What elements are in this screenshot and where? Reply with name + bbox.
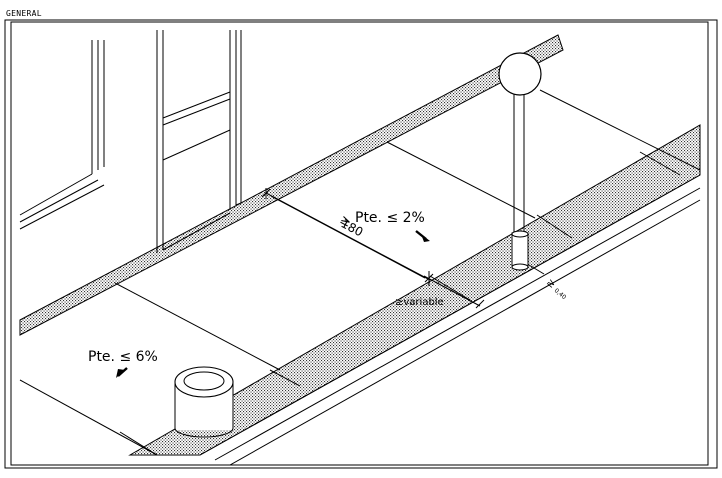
door-frame bbox=[156, 30, 242, 253]
slope-upper-label: Pte. ≤ 2% bbox=[355, 210, 425, 226]
dimension-tick bbox=[261, 188, 271, 199]
tile-joint bbox=[269, 369, 301, 387]
lamp-globe bbox=[498, 52, 542, 96]
curb-edge-line bbox=[214, 187, 701, 461]
dimension-line-variable bbox=[423, 275, 481, 307]
tile-joint bbox=[536, 214, 573, 239]
slope-arrow-icon bbox=[117, 367, 128, 377]
slab-joint bbox=[114, 282, 281, 371]
curb-edge-line bbox=[199, 174, 701, 456]
tile-joint bbox=[429, 275, 471, 301]
window-left bbox=[19, 40, 105, 230]
slope-arrow-icon bbox=[415, 230, 427, 240]
clearance-value: 0,40 bbox=[553, 287, 568, 301]
slab-joint bbox=[386, 141, 536, 219]
drawing-title: GENERAL bbox=[6, 9, 42, 18]
tile-joint bbox=[639, 151, 681, 176]
dimension-line-180 bbox=[265, 192, 431, 281]
lamp-post bbox=[498, 52, 542, 271]
slab-joint bbox=[19, 379, 158, 456]
inner-frame bbox=[10, 21, 709, 466]
outer-frame bbox=[4, 19, 718, 469]
facade-band bbox=[19, 34, 564, 336]
litter-bin bbox=[174, 366, 234, 438]
curb-edge-line bbox=[229, 199, 701, 465]
slab-joint bbox=[539, 89, 701, 171]
dimension-tick bbox=[475, 299, 485, 309]
slope-lower-label: Pte. ≤ 6% bbox=[88, 349, 158, 365]
variable-label: ≥variable bbox=[395, 297, 444, 308]
